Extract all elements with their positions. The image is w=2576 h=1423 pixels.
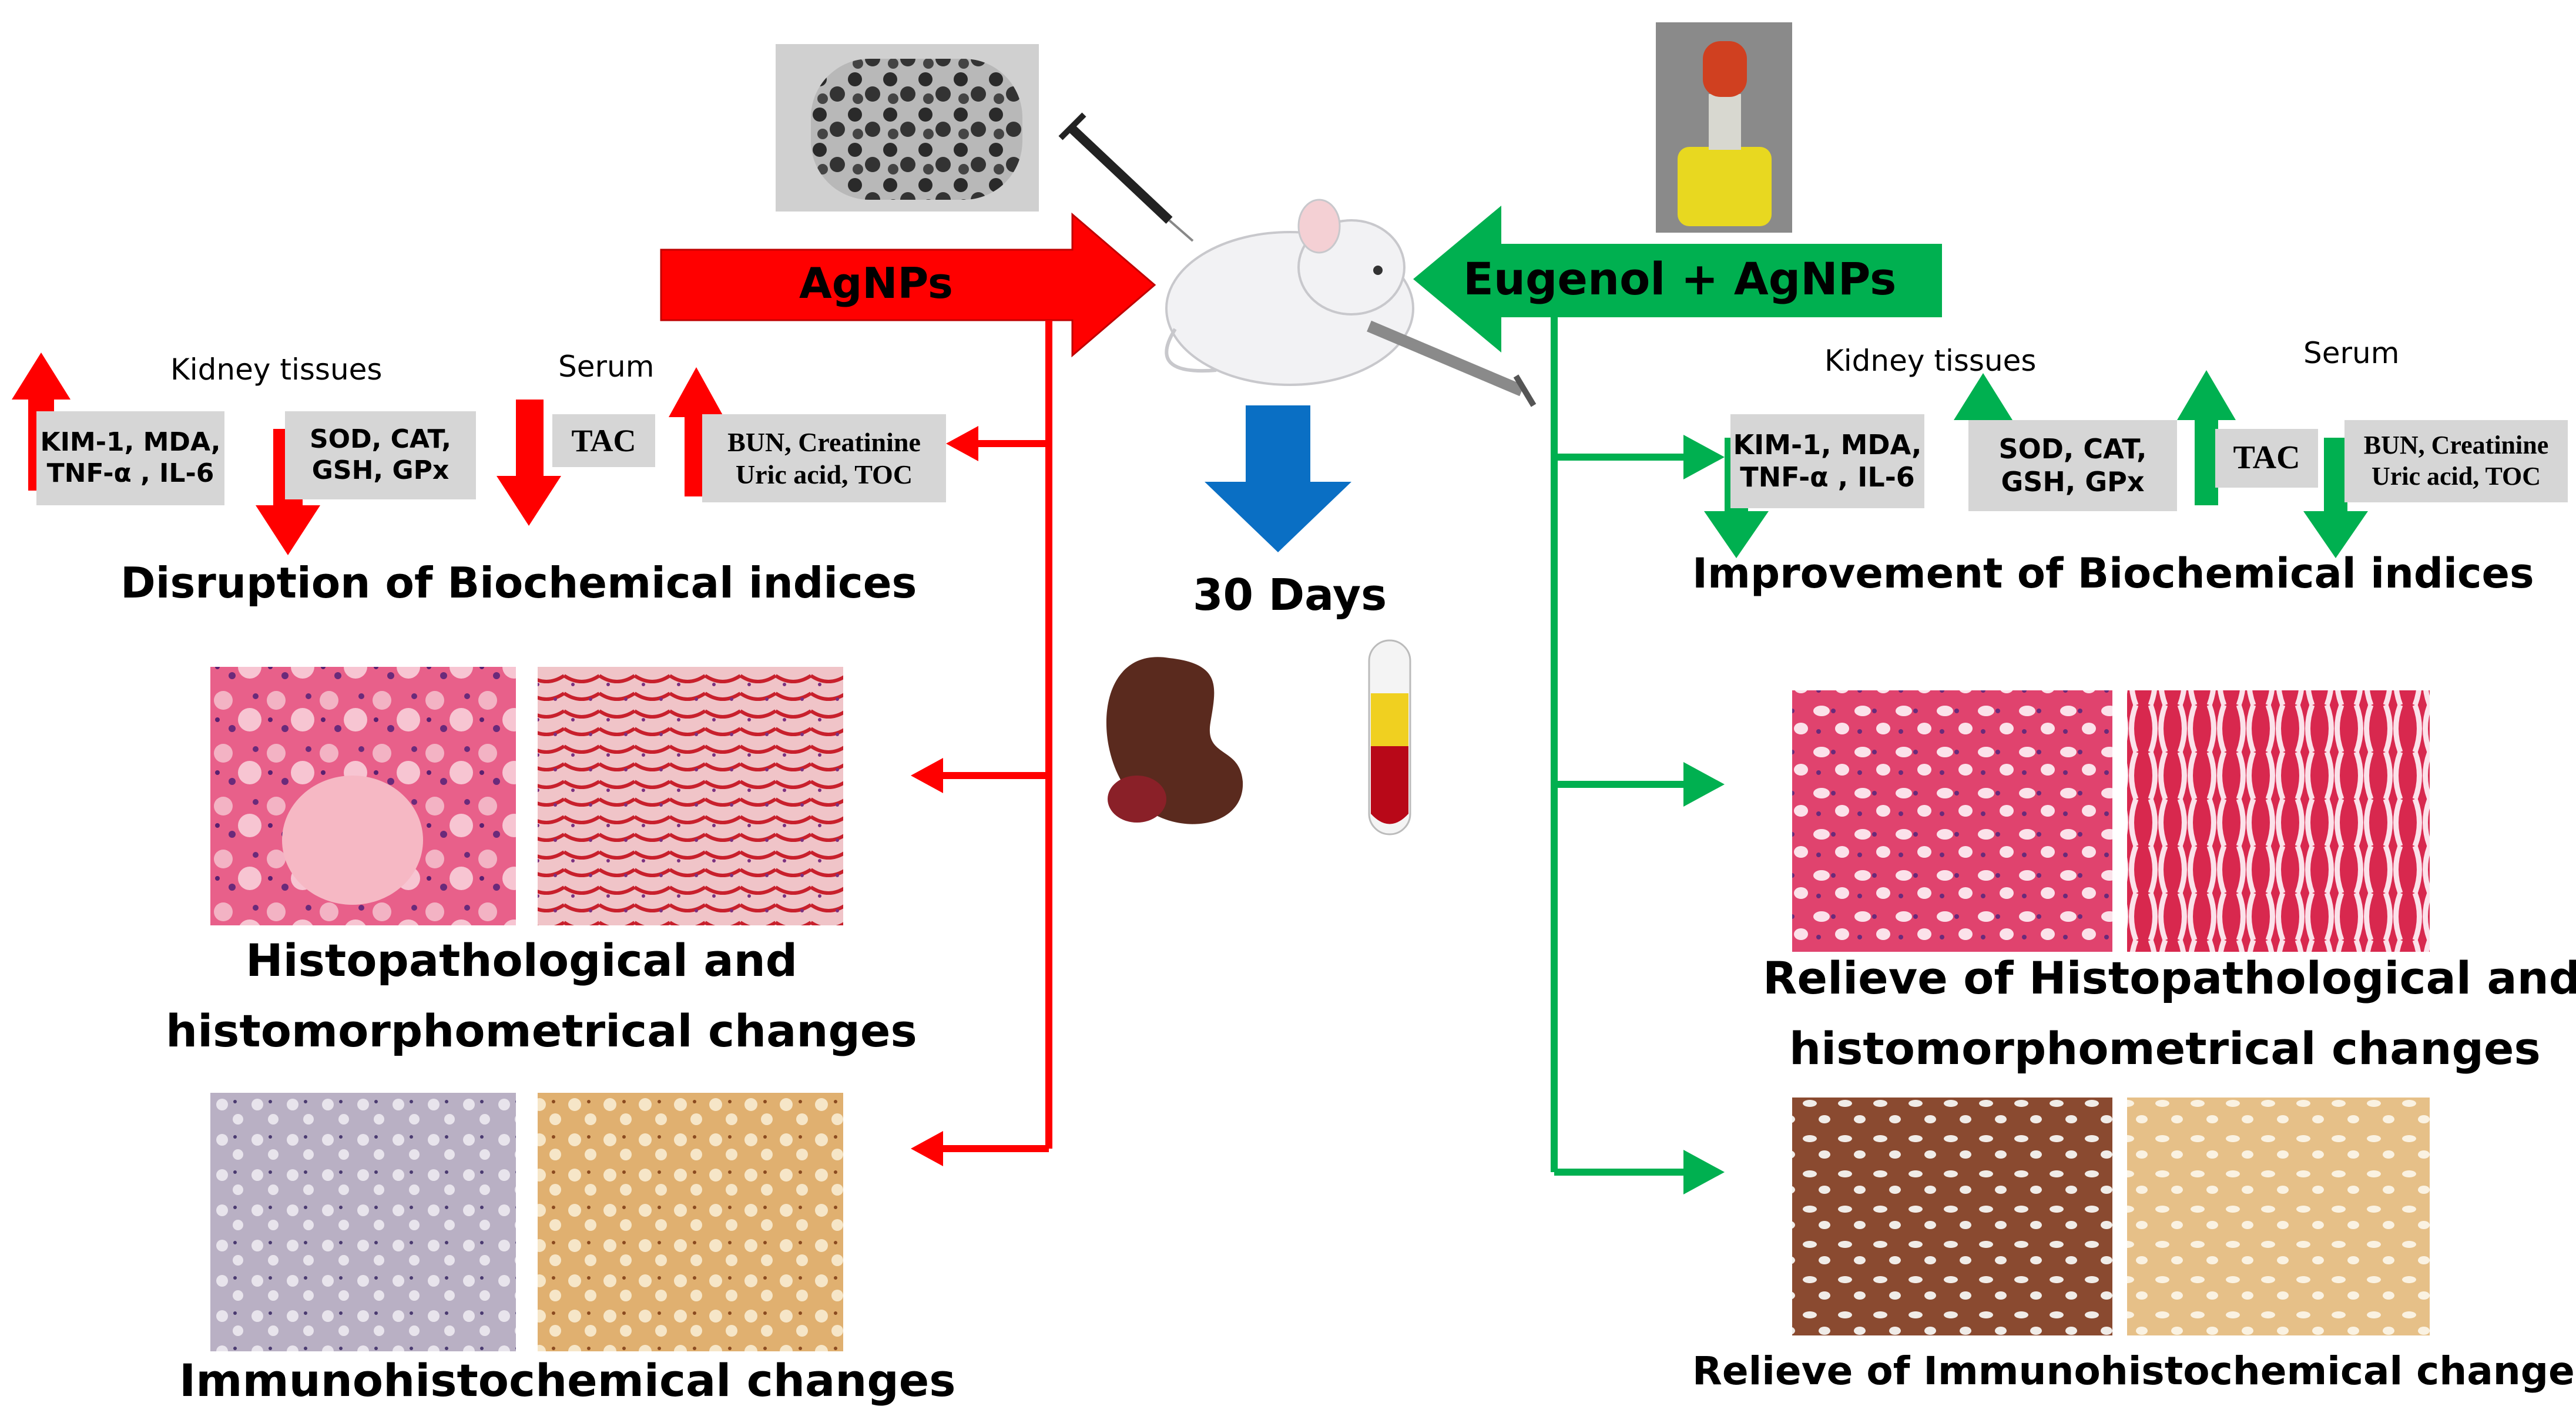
left-down-arrow-tac [497, 400, 561, 526]
right-biochem-title: Improvement of Biochemical indices [1692, 549, 2534, 598]
left-box-sod-line1: SOD, CAT, [309, 424, 452, 455]
left-box-kim1-line2: TNF-α , IL-6 [46, 458, 214, 488]
left-box-sod-line2: GSH, GPx [311, 455, 450, 485]
right-immuno-image-1 [1792, 1098, 2112, 1335]
duration-arrow [1205, 405, 1351, 552]
syringe-right-icon [1367, 320, 1537, 407]
left-branch-arrowhead-histo [911, 758, 943, 793]
left-immuno-title: Immunohistochemical changes [179, 1354, 956, 1407]
right-box-tac-text: TAC [2233, 439, 2300, 476]
left-histo-title-line2: histomorphometrical changes [166, 1005, 917, 1057]
agnps-arrow-label: AgNPs [799, 259, 953, 308]
left-box-bun-line1: BUN, Creatinine [727, 427, 921, 457]
left-biochem-title: Disruption of Biochemical indices [120, 558, 917, 608]
eugenol-agnps-arrow [1413, 206, 1942, 353]
right-immuno-image-2 [2127, 1098, 2430, 1335]
right-histo-title-line1: Relieve of Histopathological and [1763, 952, 2576, 1004]
right-connector-tree [1551, 317, 1686, 1176]
right-box-bun: BUN, Creatinine Uric acid, TOC [2344, 420, 2568, 502]
left-branch-arrowhead-biochem [946, 426, 978, 461]
left-kidney-tissues-label: Kidney tissues [170, 353, 383, 387]
right-box-sod-line1: SOD, CAT, [1998, 433, 2147, 465]
right-box-bun-line1: BUN, Creatinine [2363, 431, 2549, 460]
right-serum-label: Serum [2303, 336, 2400, 370]
left-histo-title-line1: Histopathological and [246, 934, 798, 986]
right-up-arrow-tac [2177, 370, 2236, 505]
duration-label: 30 Days [1193, 570, 1387, 620]
syringe-left-icon [1058, 112, 1194, 242]
left-histo-image-1 [210, 667, 516, 925]
agnps-arrow [660, 212, 1156, 358]
left-box-tac-text: TAC [571, 422, 636, 458]
right-immuno-title: Relieve of Immunohistochemical changes [1692, 1348, 2576, 1394]
right-histo-image-1 [1792, 690, 2112, 952]
left-box-kim1-line1: KIM-1, MDA, [40, 427, 221, 458]
left-up-arrow-bun [669, 367, 724, 496]
left-histo-image-2 [538, 667, 843, 925]
right-box-kim1: KIM-1, MDA, TNF-α , IL-6 [1730, 414, 1924, 508]
right-branch-arrowhead-biochem [1683, 435, 1725, 479]
right-box-bun-line2: Uric acid, TOC [2371, 462, 2541, 491]
eugenol-agnps-arrow-label: Eugenol + AgNPs [1463, 253, 1897, 305]
left-box-bun-line2: Uric acid, TOC [735, 459, 913, 489]
kidney-image [1106, 657, 1243, 824]
right-histo-image-2 [2127, 690, 2430, 952]
right-box-sod-line2: GSH, GPx [2001, 465, 2145, 498]
left-box-sod: SOD, CAT, GSH, GPx [285, 411, 476, 499]
left-serum-label: Serum [558, 350, 655, 384]
right-box-kim1-line1: KIM-1, MDA, [1733, 428, 1922, 461]
right-box-tac: TAC [2215, 429, 2318, 488]
left-box-bun: BUN, Creatinine Uric acid, TOC [702, 414, 946, 502]
blood-tube-image [1368, 639, 1411, 835]
right-branch-arrowhead-immuno [1683, 1150, 1725, 1194]
left-box-tac: TAC [552, 414, 655, 467]
left-immuno-image-2 [538, 1093, 843, 1351]
right-box-kim1-line2: TNF-α , IL-6 [1740, 461, 1915, 493]
mouse-image [1165, 199, 1414, 386]
right-kidney-tissues-label: Kidney tissues [1824, 344, 2037, 378]
left-box-kim1: KIM-1, MDA, TNF-α , IL-6 [36, 411, 224, 505]
eugenol-bottle-image [1656, 22, 1792, 233]
left-immuno-image-1 [210, 1093, 516, 1351]
left-branch-arrowhead-immuno [911, 1131, 943, 1166]
right-box-sod: SOD, CAT, GSH, GPx [1968, 420, 2177, 511]
nanoparticle-tem-image [776, 44, 1039, 212]
left-connector-tree [940, 320, 1052, 1152]
right-down-arrow-bun [2303, 438, 2368, 558]
right-histo-title-line2: histomorphometrical changes [1789, 1022, 2541, 1075]
right-branch-arrowhead-histo [1683, 762, 1725, 807]
